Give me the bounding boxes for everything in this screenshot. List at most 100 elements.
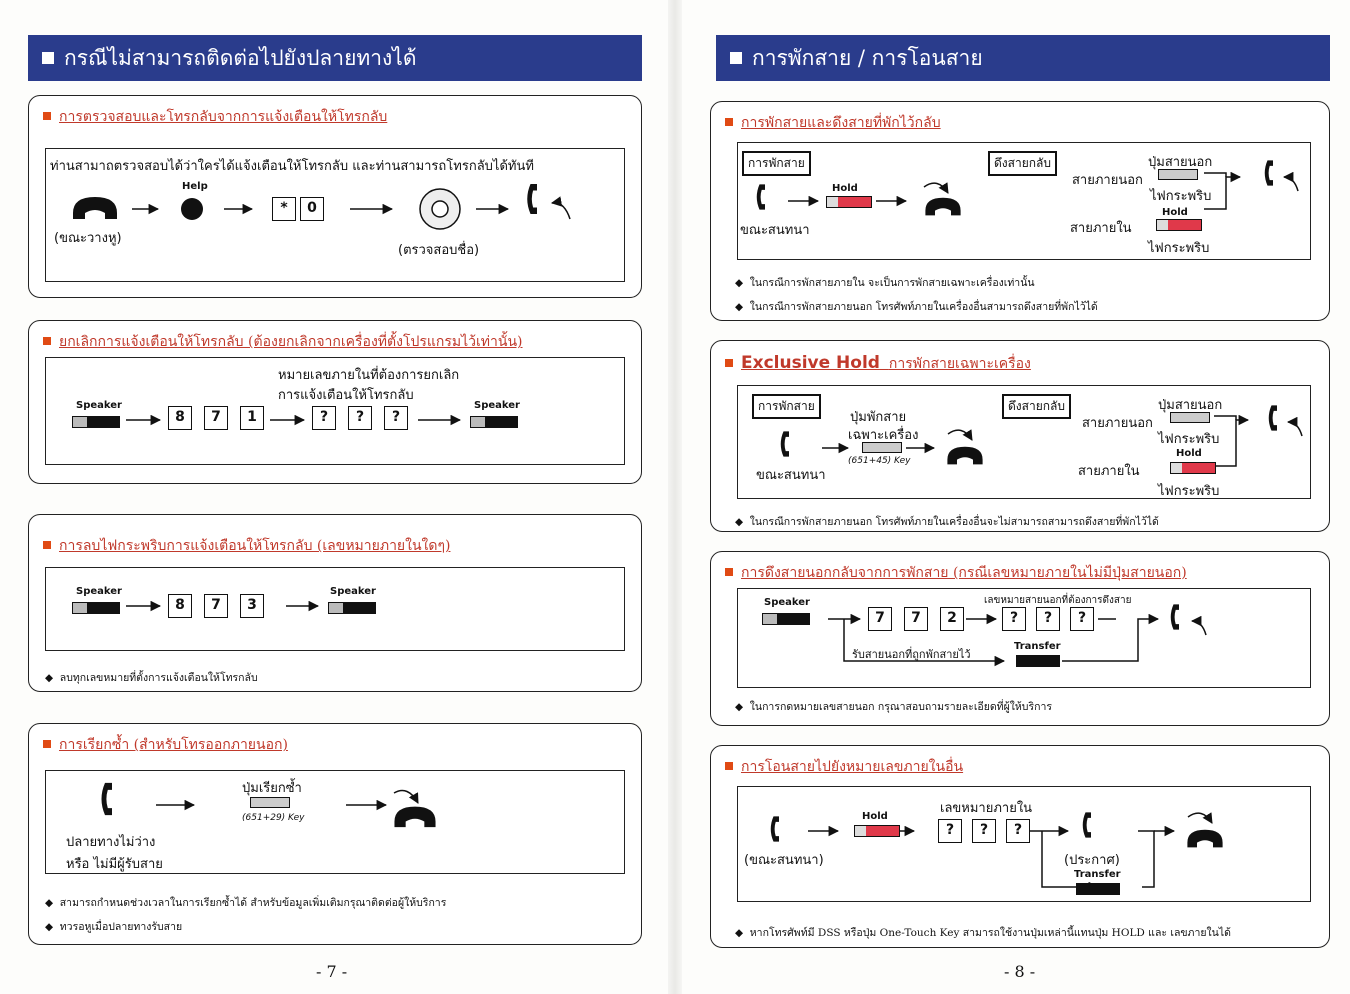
transfer-button — [1016, 655, 1060, 667]
hold-key-label: Hold — [862, 811, 888, 822]
key: 7 — [904, 607, 928, 631]
busy-label-1: ปลายทางไม่ว่าง — [66, 835, 156, 850]
key: 2 — [940, 607, 964, 631]
retrieve-outside-panel: การดึงสายนอกกลับจากการพักสาย (กรณีเลขหมา… — [710, 551, 1330, 726]
transfer-button — [1076, 883, 1120, 895]
clear-callback-panel: การลบไฟกระพริบการแจ้งเตือนให้โทรกลับ (เล… — [28, 514, 642, 692]
hold-button — [1170, 462, 1216, 474]
blink-label-1: ไฟกระพริบ — [1158, 432, 1220, 447]
key: ? — [972, 819, 996, 843]
cancel-callback-title: ยกเลิกการแจ้งเตือนให้โทรกลับ (ต้องยกเลิก… — [43, 331, 523, 353]
blink-label-1: ไฟกระพริบ — [1150, 189, 1212, 204]
outside-number-hint: เลขหมายสายนอกที่ต้องการดึงสาย — [984, 595, 1132, 606]
hold-button — [826, 196, 872, 208]
exclusive-hold-button — [862, 442, 902, 453]
redial-key-label: (651+29) Key — [242, 813, 305, 823]
exclusive-button-label-2: เฉพาะเครื่อง — [848, 428, 919, 443]
hold-label: การพักสาย — [742, 151, 811, 176]
key: 7 — [204, 594, 228, 618]
transfer-note: ◆ หากโทรศัพท์มี DSS หรือปุ่ม One-Touch K… — [735, 927, 1231, 939]
hold-label: การพักสาย — [752, 394, 821, 419]
held-line-label: รับสายนอกที่ถูกพักสายไว้ — [852, 648, 971, 661]
transfer-label: Transfer — [1014, 641, 1061, 652]
left-page-header: กรณีไม่สามารถติดต่อไปยังปลายทางได้ — [28, 35, 642, 81]
right-page: การพักสาย / การโอนสาย การพักสายและดึงสาย… — [678, 0, 1350, 994]
talking-label: ขณะสนทนา — [756, 468, 826, 483]
speaker-label: Speaker — [76, 400, 122, 411]
speaker-label: Speaker — [764, 597, 810, 608]
key: ? — [1070, 607, 1094, 631]
speaker-button — [72, 602, 120, 614]
speaker-button — [762, 613, 810, 625]
page-number: - 7 - — [316, 962, 348, 981]
key: 7 — [868, 607, 892, 631]
book-gutter — [668, 0, 682, 994]
busy-label-2: หรือ ไม่มีผู้รับสาย — [66, 857, 163, 872]
key: 3 — [240, 594, 264, 618]
co-button-label: ปุ่มสายนอก — [1158, 398, 1223, 413]
redial-title: การเรียกซ้ำ (สำหรับโทรออกภายนอก) — [43, 734, 288, 756]
left-page: กรณีไม่สามารถติดต่อไปยังปลายทางได้ การตร… — [0, 0, 672, 994]
redial-button-label: ปุ่มเรียกซ้ำ — [242, 781, 302, 796]
hold-retrieve-title: การพักสายและดึงสายที่พักไว้กลับ — [725, 112, 941, 134]
transfer-panel: การโอนสายไปยังหมายเลขภายในอื่น Hold เลขห… — [710, 745, 1330, 948]
hold-note-2: ◆ ในกรณีการพักสายภายนอก โทรศัพท์ภายในเคร… — [735, 301, 1098, 313]
key: ? — [348, 406, 372, 430]
redial-note-1: ◆ สามารถกำหนดช่วงเวลาในการเรียกซ้ำได้ สำ… — [45, 897, 447, 909]
cancel-hint-1: หมายเลขภายในที่ต้องการยกเลิก — [278, 368, 460, 383]
clear-callback-note: ◆ ลบทุกเลขหมายที่ตั้งการแจ้งเตือนให้โทรก… — [45, 672, 258, 684]
key: ? — [1036, 607, 1060, 631]
key: ? — [1002, 607, 1026, 631]
redial-diagram: ปุ่มเรียกซ้ำ (651+29) Key ปลายทางไม่ว่าง… — [45, 770, 625, 874]
key-0: 0 — [300, 197, 324, 221]
help-label: Help — [182, 181, 208, 192]
hold-note-1: ◆ ในกรณีการพักสายภายใน จะเป็นการพักสายเฉ… — [735, 277, 1035, 289]
talking-label: ขณะสนทนา — [740, 223, 810, 238]
clear-callback-diagram: Speaker 8 7 3 Speaker — [45, 567, 625, 651]
left-header-title: กรณีไม่สามารถติดต่อไปยังปลายทางได้ — [64, 46, 417, 70]
ext-line-label: สายภายนอก — [1072, 173, 1143, 188]
exclusive-hold-diagram: การพักสาย ดึงสายกลับ ปุ่มพักสาย เฉพาะเคร… — [737, 385, 1311, 499]
retrieve-label: ดึงสายกลับ — [988, 151, 1057, 176]
speaker-button — [72, 416, 120, 428]
key: ? — [384, 406, 408, 430]
transfer-title: การโอนสายไปยังหมายเลขภายในอื่น — [725, 756, 963, 778]
retrieve-outside-diagram: Speaker 7 7 2 เลขหมายสายนอกที่ต้องการดึง… — [737, 588, 1311, 688]
right-header-title: การพักสาย / การโอนสาย — [752, 46, 983, 70]
int-line-label: สายภายใน — [1070, 221, 1132, 236]
key: ? — [1006, 819, 1030, 843]
callback-check-desc: ท่านสามาถตรวจสอบได้ว่าใครได้แจ้งเตือนให้… — [50, 159, 534, 174]
exclusive-hold-note: ◆ ในกรณีการพักสายภายนอก โทรศัพท์ภายในเคร… — [735, 516, 1159, 528]
key-star: * — [272, 197, 296, 221]
right-page-header: การพักสาย / การโอนสาย — [716, 35, 1330, 81]
transfer-diagram: Hold เลขหมายภายใน ? ? ? (ขณะสนทนา) (ประก… — [737, 786, 1311, 902]
callback-check-title: การตรวจสอบและโทรกลับจากการแจ้งเตือนให้โท… — [43, 106, 387, 128]
int-line-label: สายภายใน — [1078, 464, 1140, 479]
blink-label-2: ไฟกระพริบ — [1148, 241, 1210, 256]
page-number: - 8 - — [1004, 962, 1036, 981]
key: 8 — [168, 406, 192, 430]
speaker-label: Speaker — [330, 586, 376, 597]
key: 7 — [204, 406, 228, 430]
retrieve-outside-note: ◆ ในการกดหมายเลขสายนอก กรุณาสอบถามรายละเ… — [735, 701, 1053, 713]
retrieve-label: ดึงสายกลับ — [1002, 394, 1071, 419]
announce-label: (ประกาศ) — [1064, 853, 1120, 868]
speaker-label: Speaker — [76, 586, 122, 597]
transfer-label: Transfer — [1074, 869, 1121, 880]
blink-label-2: ไฟกระพริบ — [1158, 484, 1220, 499]
speaker-button — [470, 416, 518, 428]
speaker-button — [328, 602, 376, 614]
key: 1 — [240, 406, 264, 430]
redial-button — [250, 797, 290, 808]
callback-check-diagram: ท่านสามาถตรวจสอบได้ว่าใครได้แจ้งเตือนให้… — [45, 148, 625, 282]
cancel-callback-panel: ยกเลิกการแจ้งเตือนให้โทรกลับ (ต้องยกเลิก… — [28, 320, 642, 484]
callback-check-panel: การตรวจสอบและโทรกลับจากการแจ้งเตือนให้โท… — [28, 95, 642, 298]
hold-retrieve-panel: การพักสายและดึงสายที่พักไว้กลับ การพักสา… — [710, 101, 1330, 321]
ext-number-label: เลขหมายภายใน — [940, 801, 1033, 816]
exclusive-hold-title: Exclusive Hold การพักสายเฉพาะเครื่อง — [725, 353, 1031, 375]
hold-button — [854, 825, 900, 837]
co-button — [1158, 169, 1198, 180]
exclusive-button-label-1: ปุ่มพักสาย — [850, 410, 907, 425]
speaker-label: Speaker — [474, 400, 520, 411]
hold-key-label: Hold — [832, 183, 858, 194]
